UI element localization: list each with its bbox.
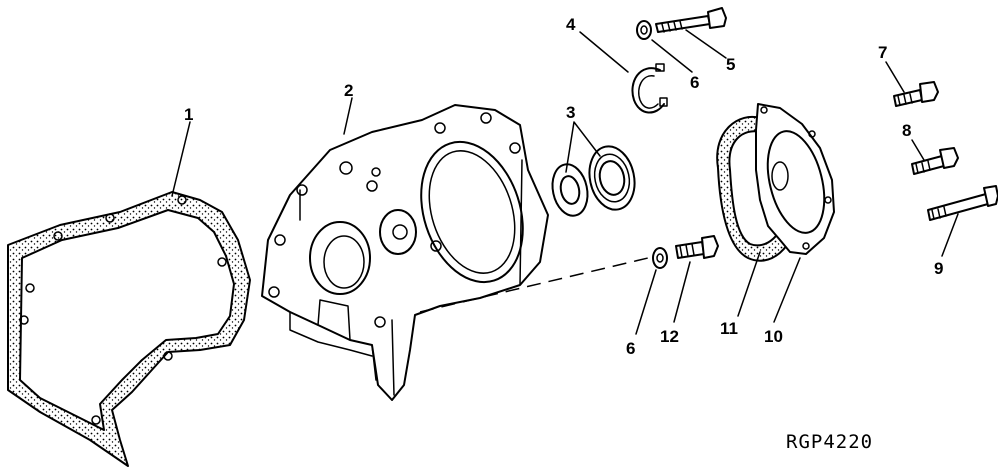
cap-screw-8	[911, 147, 959, 175]
callout-1: 1	[184, 105, 193, 124]
snap-ring	[631, 63, 668, 114]
callout-10: 10	[764, 327, 783, 346]
callout-8: 8	[902, 121, 911, 140]
front-cover-gasket	[7, 191, 251, 467]
callout-4: 4	[566, 15, 576, 34]
assembly-guide-line	[419, 257, 649, 313]
callout-5: 5	[726, 55, 735, 74]
bearings	[551, 145, 636, 217]
gear-housing	[261, 104, 549, 401]
figure-code: RGP4220	[786, 431, 873, 453]
callout-6-lower: 6	[626, 339, 635, 358]
leader-lines	[171, 29, 959, 335]
rear-cover	[755, 103, 835, 255]
cap-screw-7	[893, 81, 939, 107]
callout-7: 7	[878, 43, 887, 62]
washer-lower	[652, 247, 668, 269]
callout-2: 2	[344, 81, 353, 100]
callout-6-upper: 6	[690, 73, 699, 92]
callout-9: 9	[934, 259, 943, 278]
callout-3: 3	[566, 103, 575, 122]
cap-screw-lower	[675, 235, 719, 259]
callout-12: 12	[660, 327, 679, 346]
washer-upper	[636, 20, 652, 40]
cap-screw-upper	[655, 7, 727, 33]
cap-screw-9	[927, 185, 998, 221]
callout-11: 11	[720, 319, 738, 338]
